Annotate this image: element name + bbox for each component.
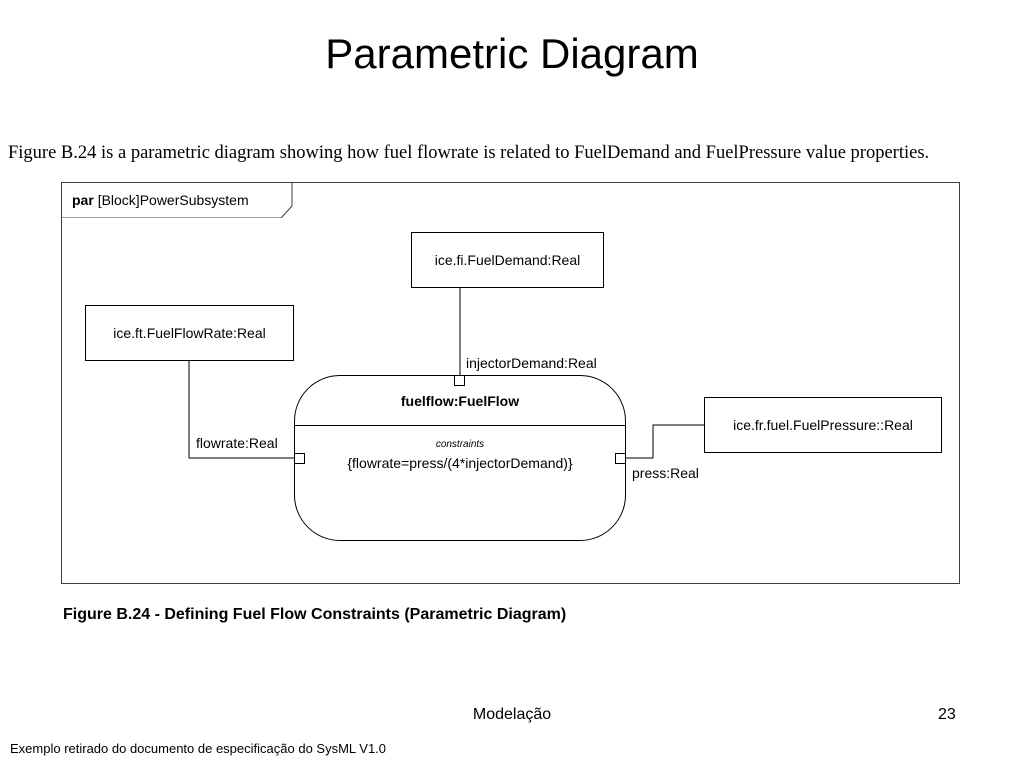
footer-title: Modelação xyxy=(472,706,552,723)
diagram-frame xyxy=(61,182,960,584)
slide-title: Parametric Diagram xyxy=(325,30,699,77)
figure-caption: Figure B.24 - Defining Fuel Flow Constra… xyxy=(63,606,567,623)
intro-text: Figure B.24 is a parametric diagram show… xyxy=(8,143,930,163)
port-label-press: press:Real xyxy=(632,465,699,481)
page-number: 23 xyxy=(938,706,956,723)
constraint-block-name: fuelflow:FuelFlow xyxy=(400,393,520,409)
port-injector-demand xyxy=(454,375,465,386)
connector-fuel-flow-rate xyxy=(188,361,295,459)
constraint-expression: {flowrate=press/(4*injectorDemand)} xyxy=(347,455,573,471)
port-label-flowrate: flowrate:Real xyxy=(196,435,278,451)
connector-fuel-pressure xyxy=(626,424,705,459)
property-fuel-demand: ice.fi.FuelDemand:Real xyxy=(411,232,604,288)
frame-header-text: par [Block]PowerSubsystem xyxy=(72,192,249,208)
port-press xyxy=(615,453,626,464)
port-label-injector-demand: injectorDemand:Real xyxy=(466,355,597,371)
constraint-block: fuelflow:FuelFlow constraints {flowrate=… xyxy=(294,375,626,541)
frame-keyword: par xyxy=(72,192,94,208)
frame-header: par [Block]PowerSubsystem xyxy=(61,182,293,218)
frame-name: [Block]PowerSubsystem xyxy=(97,192,249,208)
footnote: Exemplo retirado do documento de especif… xyxy=(10,741,387,756)
property-fuel-flow-rate: ice.ft.FuelFlowRate:Real xyxy=(85,305,294,361)
frame-header-outline xyxy=(61,182,293,218)
property-fuel-pressure: ice.fr.fuel.FuelPressure::Real xyxy=(704,397,942,453)
port-flowrate xyxy=(294,453,305,464)
constraint-block-separator xyxy=(295,425,625,426)
constraints-compartment-label: constraints xyxy=(435,439,485,450)
